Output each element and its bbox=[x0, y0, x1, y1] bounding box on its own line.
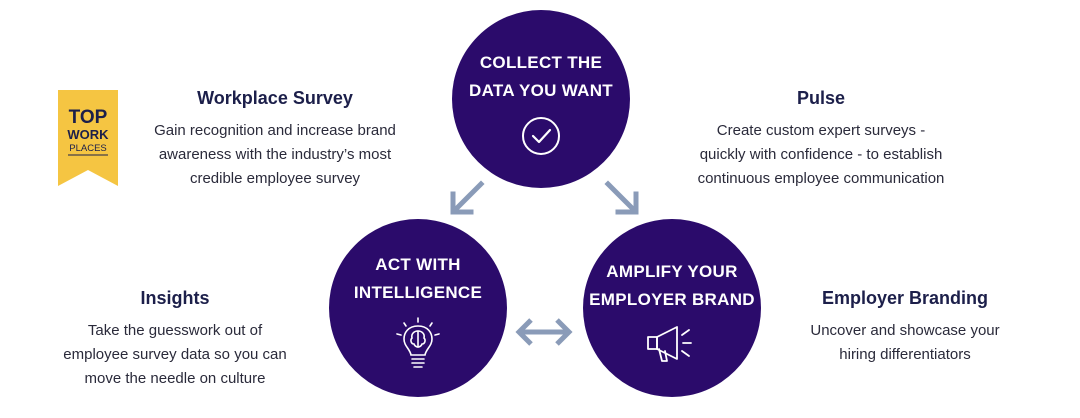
workplace-survey-title: Workplace Survey bbox=[197, 88, 353, 108]
employer-branding-desc: Uncover and showcase your hiring differe… bbox=[810, 322, 1000, 363]
top-workplaces-badge: TOP WORK PLACES bbox=[56, 90, 120, 191]
workplace-survey-desc: Gain recognition and increase brand awar… bbox=[154, 122, 396, 187]
check-circle-icon bbox=[520, 115, 562, 162]
megaphone-icon bbox=[645, 324, 699, 369]
workplace-survey-block: Workplace Survey Gain recognition and in… bbox=[140, 88, 410, 191]
badge-line-3: PLACES bbox=[69, 143, 107, 154]
insights-block: Insights Take the guesswork out of emplo… bbox=[55, 288, 295, 391]
act-intelligence-circle: ACT WITH INTELLIGENCE bbox=[329, 219, 507, 397]
badge-line-2: WORK bbox=[67, 127, 109, 142]
employer-branding-block: Employer Branding Uncover and showcase y… bbox=[785, 288, 1025, 367]
act-intelligence-title: ACT WITH INTELLIGENCE bbox=[353, 254, 483, 302]
amplify-brand-circle: AMPLIFY YOUR EMPLOYER BRAND bbox=[583, 219, 761, 397]
employer-branding-title: Employer Branding bbox=[821, 288, 989, 308]
collect-data-circle: COLLECT THE DATA YOU WANT bbox=[452, 10, 630, 188]
pulse-desc: Create custom expert surveys - quickly w… bbox=[697, 122, 945, 187]
collect-data-title: COLLECT THE DATA YOU WANT bbox=[469, 52, 613, 100]
arrow-down-left-icon bbox=[445, 178, 489, 225]
badge-line-1: TOP bbox=[69, 107, 108, 128]
amplify-brand-title: AMPLIFY YOUR EMPLOYER BRAND bbox=[589, 261, 755, 309]
arrow-down-right-icon bbox=[600, 178, 644, 225]
insights-desc: Take the guesswork out of employee surve… bbox=[63, 322, 287, 387]
brain-bulb-icon bbox=[395, 316, 441, 376]
pulse-block: Pulse Create custom expert surveys - qui… bbox=[676, 88, 966, 191]
insights-title: Insights bbox=[140, 288, 210, 308]
double-arrow-icon bbox=[513, 314, 575, 355]
pulse-title: Pulse bbox=[796, 88, 846, 108]
